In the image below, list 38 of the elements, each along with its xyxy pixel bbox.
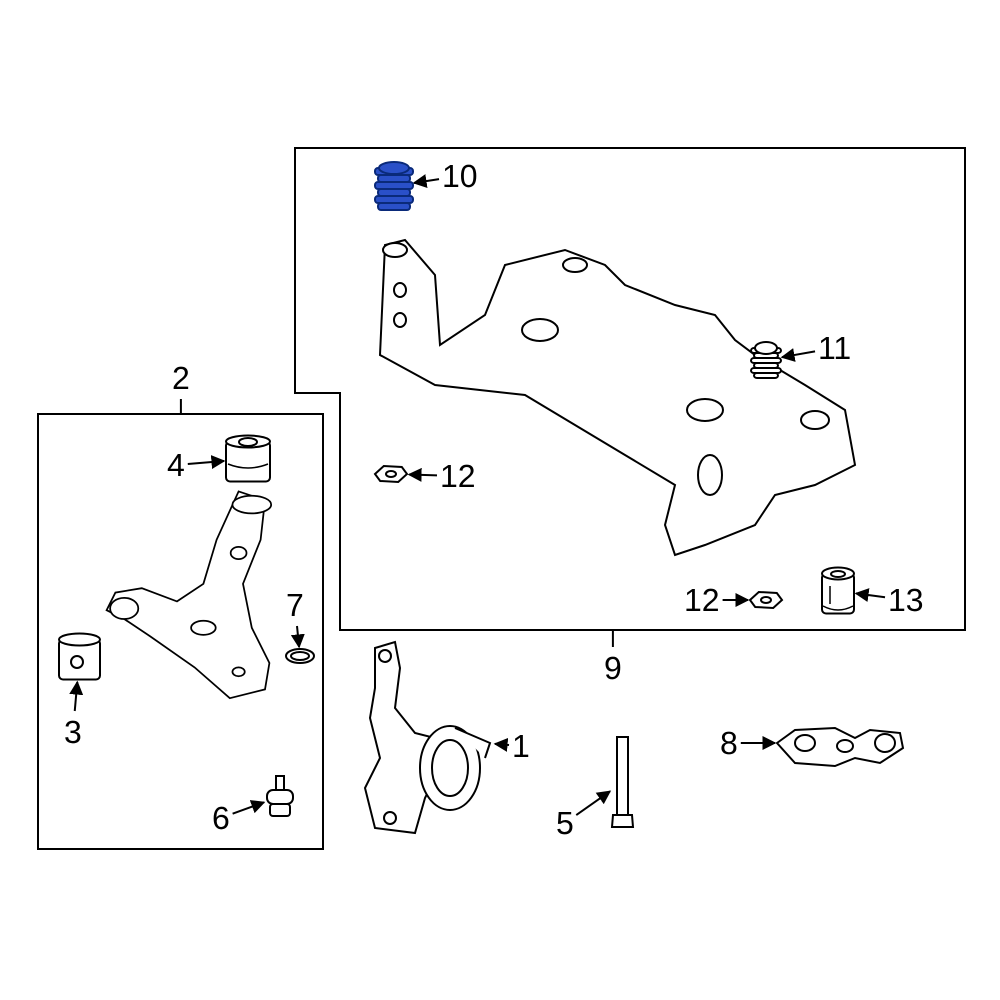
callout-number: 10 bbox=[442, 158, 478, 194]
leader-arrow bbox=[412, 174, 440, 188]
callout-number: 11 bbox=[818, 330, 852, 366]
leader-arrow bbox=[722, 593, 750, 607]
callout-number: 12 bbox=[440, 458, 476, 494]
leader-arrow bbox=[290, 626, 305, 648]
callout-number: 4 bbox=[167, 447, 185, 483]
callout-number: 6 bbox=[212, 800, 230, 836]
callout-number: 3 bbox=[64, 714, 82, 750]
leader-arrow bbox=[69, 680, 84, 712]
leader-arrow bbox=[740, 736, 776, 750]
seal-ring-drawing bbox=[284, 647, 316, 665]
ball-joint-drawing bbox=[264, 774, 296, 819]
callout-number: 8 bbox=[720, 725, 738, 761]
leader-arrow bbox=[576, 790, 612, 816]
callout-number: 1 bbox=[512, 728, 530, 764]
washer-drawing bbox=[748, 590, 784, 610]
leader-arrow bbox=[854, 588, 886, 602]
callout-number: 7 bbox=[286, 587, 304, 623]
bushing-drawing bbox=[57, 632, 102, 682]
washer-drawing bbox=[373, 464, 409, 484]
leader-arrow bbox=[188, 455, 226, 470]
callout-number: 2 bbox=[172, 360, 190, 396]
group-frame bbox=[37, 413, 324, 850]
bushing-drawing bbox=[224, 434, 272, 484]
leader-line bbox=[180, 399, 182, 413]
bushing-drawing bbox=[820, 566, 856, 616]
leader-line bbox=[612, 630, 614, 647]
bumper-drawing bbox=[374, 160, 414, 212]
callout-number: 12 bbox=[684, 582, 720, 618]
callout-number: 13 bbox=[888, 582, 924, 618]
callout-number: 5 bbox=[556, 805, 574, 841]
callout-number: 9 bbox=[604, 650, 622, 686]
bolt-drawing bbox=[610, 735, 635, 830]
leader-arrow bbox=[232, 800, 266, 815]
leader-arrow bbox=[408, 468, 438, 482]
leader-arrow bbox=[780, 348, 816, 362]
leader-arrow bbox=[494, 738, 510, 752]
